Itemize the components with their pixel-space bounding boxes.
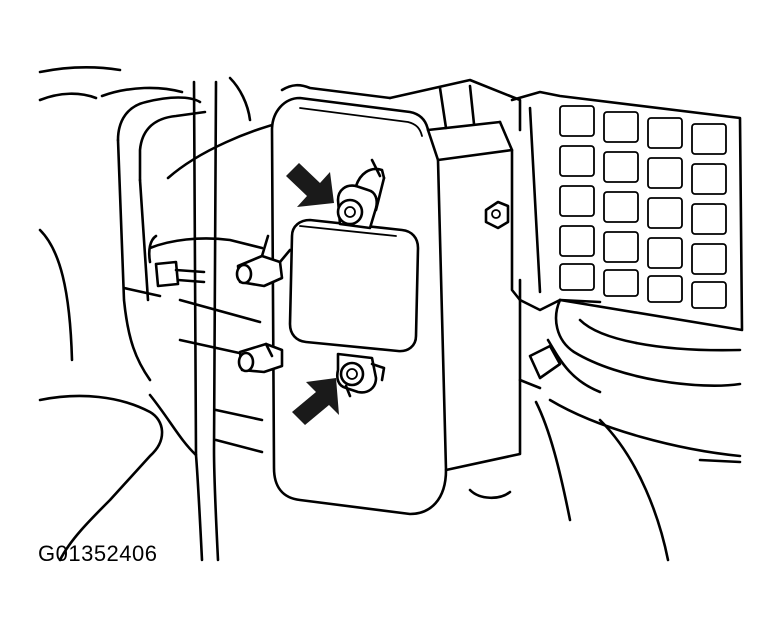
upper-mounting-tab [336, 158, 386, 230]
lower-mounting-tab [335, 352, 386, 398]
lower-pointer-arrow-icon [292, 378, 339, 425]
connector-plugs [235, 234, 292, 374]
housing [388, 78, 602, 522]
vent-grille [510, 90, 744, 332]
figure-id-label: G01352406 [38, 541, 158, 566]
blower-duct [528, 298, 742, 562]
upper-pointer-arrow-icon [286, 163, 334, 207]
left-structure [38, 65, 292, 562]
pillar-clip [122, 234, 206, 298]
control-module [288, 218, 420, 353]
